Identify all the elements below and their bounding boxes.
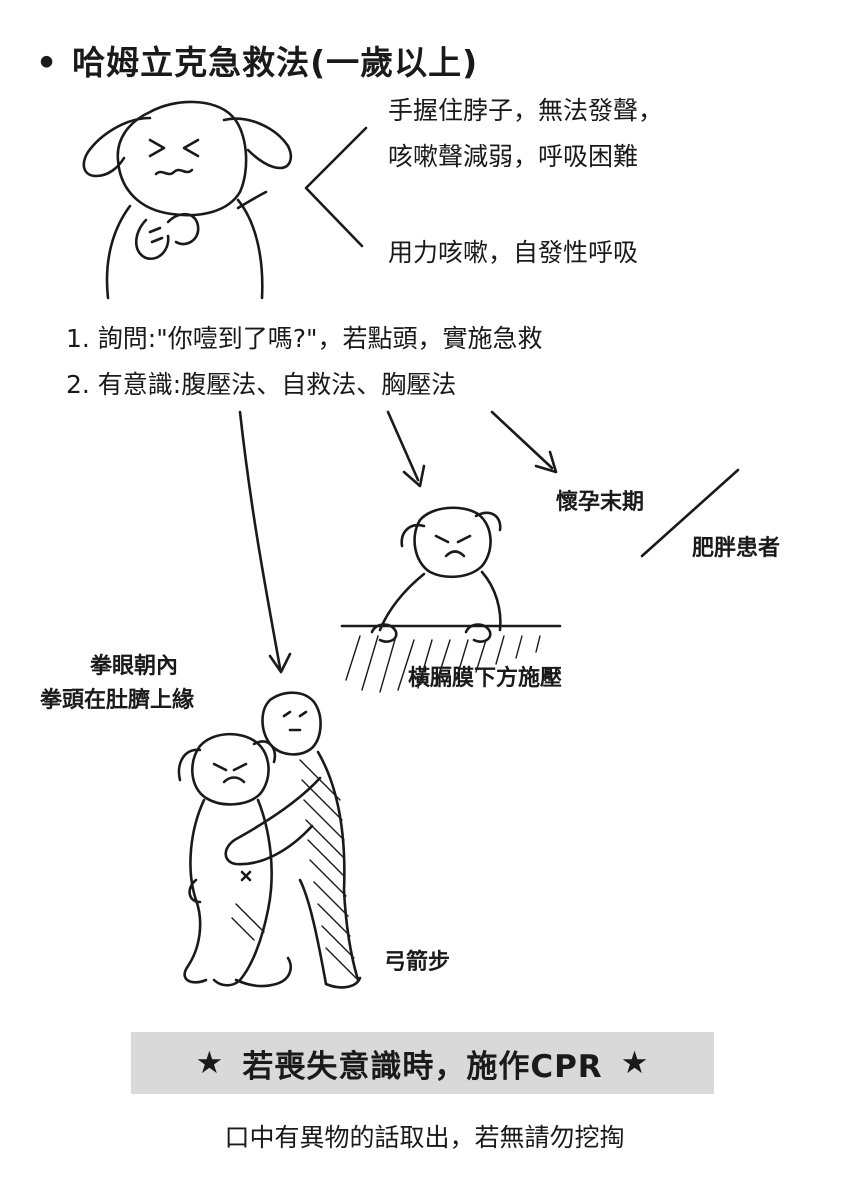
label-diaphragm: 橫膈膜下方施壓 <box>408 666 563 691</box>
self-rescue-dog-illustration <box>340 506 562 693</box>
step-1: 1. 詢問:"你噎到了嗎?"，若點頭，實施急救 <box>66 324 543 353</box>
footer-note: 口中有異物的話取出，若無請勿挖掏 <box>224 1123 625 1152</box>
label-fist-position: 拳頭在肚臍上緣 <box>40 688 195 713</box>
title-text: 哈姆立克急救法(一歲以上) <box>72 43 479 82</box>
symptom-line-3: 用力咳嗽，自發性呼吸 <box>388 238 639 267</box>
label-pregnant: 懷孕末期 <box>556 490 645 515</box>
arrow-self <box>386 410 426 488</box>
title-bullet: • <box>36 43 59 82</box>
page-title: • 哈姆立克急救法(一歲以上) <box>36 36 478 84</box>
label-obese: 肥胖患者 <box>692 536 781 561</box>
arrow-abdominal <box>238 410 292 674</box>
cpr-banner: ★ 若喪失意識時，施作CPR ★ <box>131 1032 714 1094</box>
symptom-line-1: 手握住脖子，無法發聲， <box>388 96 664 125</box>
cpr-banner-text: 若喪失意識時，施作CPR <box>242 1048 603 1085</box>
bracket-line <box>304 126 368 248</box>
heimlich-pair-illustration <box>177 691 362 989</box>
arrow-chest <box>490 410 558 474</box>
star-left-icon: ★ <box>195 1045 225 1081</box>
label-fist-direction: 拳眼朝內 <box>90 654 179 679</box>
label-stance: 弓箭步 <box>384 950 451 975</box>
symptom-line-2: 咳嗽聲減弱，呼吸困難 <box>388 142 639 171</box>
star-right-icon: ★ <box>620 1045 650 1081</box>
step-2: 2. 有意識:腹壓法、自救法、胸壓法 <box>66 370 457 399</box>
choking-dog-illustration <box>82 100 293 300</box>
divider-slash <box>640 468 740 558</box>
